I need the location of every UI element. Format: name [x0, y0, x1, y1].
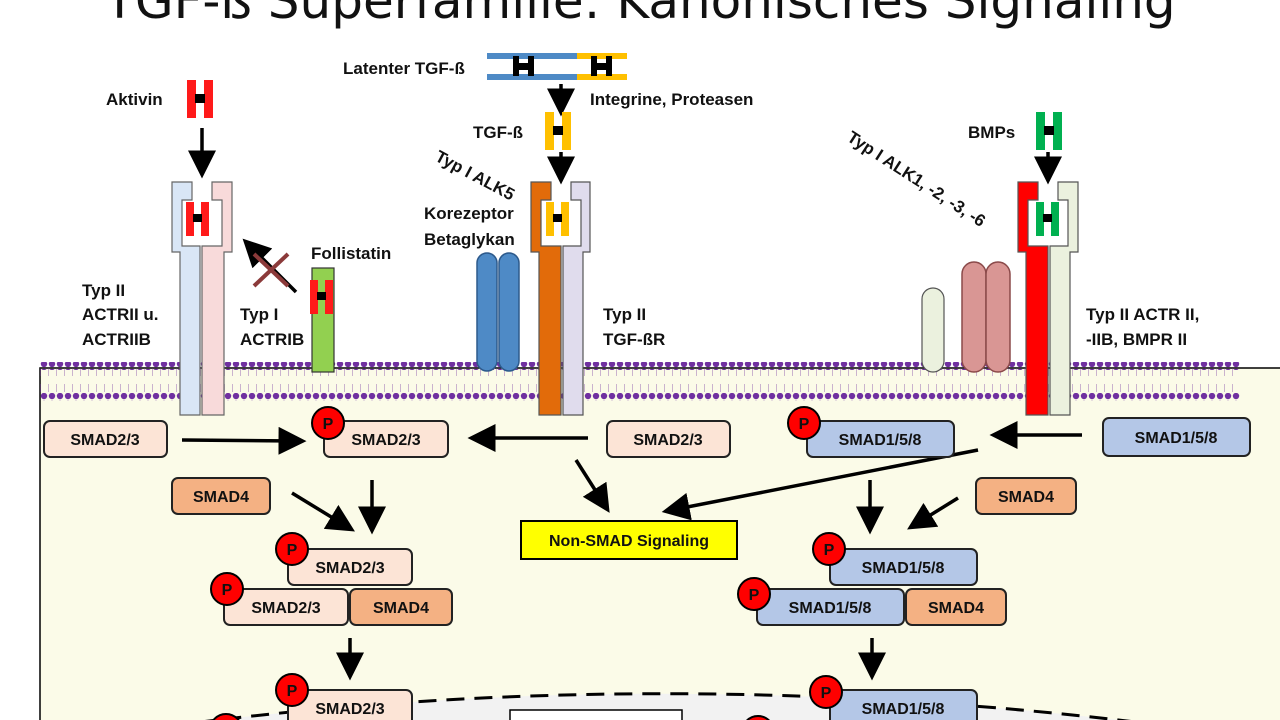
smad158-label: SMAD1/5/8	[1135, 430, 1218, 447]
phospho-marker	[787, 406, 821, 440]
complex-smad158-bottom-label: SMAD1/5/8	[789, 600, 872, 617]
smad4-right-label: SMAD4	[998, 489, 1054, 506]
complex-smad158-top-label: SMAD1/5/8	[862, 560, 945, 577]
slide-title: TGF-ß Superfamilie: Kanonisches Signalin…	[104, 0, 1176, 30]
smad4-right-box	[975, 477, 1077, 515]
complex-smad158-top-box	[829, 548, 978, 586]
phospho-label: P	[323, 416, 334, 433]
activin-bound-ligand	[186, 202, 209, 236]
complex-smad4-right-label: SMAD4	[928, 600, 984, 617]
tgfb-ligand	[545, 112, 571, 150]
complex-smad4-right-box	[905, 588, 1007, 626]
tgfb-type2-receptor	[562, 181, 591, 416]
bmp-type1-receptor	[1017, 181, 1049, 416]
phospho-marker	[275, 673, 309, 707]
phospho-marker	[812, 532, 846, 566]
p-smad158-label: SMAD1/5/8	[839, 432, 922, 449]
label-typ2-act-3: ACTRIIB	[82, 330, 151, 349]
phospho-marker	[210, 572, 244, 606]
label-korezeptor: Korezeptor	[424, 204, 514, 223]
bmp-coreceptor-pair	[961, 261, 1011, 373]
label-typ1-alk5: Typ I ALK5	[432, 147, 518, 205]
bmp-coreceptor-small	[921, 287, 945, 373]
complex-smad23-top-label: SMAD2/3	[315, 560, 384, 577]
phospho-label: P	[287, 542, 298, 559]
p-smad23-label: SMAD2/3	[351, 432, 420, 449]
activin-ligand	[187, 80, 213, 118]
bmp-ligand	[1036, 112, 1062, 150]
label-latent-tgfb: Latenter TGF-ß	[343, 59, 465, 78]
activin-type2-receptor	[171, 181, 201, 416]
label-activin: Aktivin	[106, 90, 163, 109]
latent-tgfb-complex	[487, 53, 627, 80]
phospho-marker	[275, 532, 309, 566]
phospho-label: P	[749, 587, 760, 604]
label-typ2-act-1: Typ II	[82, 281, 125, 300]
label-typ2-bmp-2: -IIB, BMPR II	[1086, 330, 1187, 349]
phospho-marker	[737, 577, 771, 611]
inhibition-cross	[252, 252, 290, 288]
smad23-tgf-label: SMAD2/3	[633, 432, 702, 449]
label-follistatin: Follistatin	[311, 244, 391, 263]
label-typ2-tgf-1: Typ II	[603, 305, 646, 324]
bmp-type2-receptor	[1049, 181, 1079, 416]
label-typ2-act-2: ACTRII u.	[82, 305, 159, 324]
nuclear-smad158-label: SMAD1/5/8	[862, 701, 945, 718]
bmp-bound-ligand	[1036, 202, 1059, 236]
betaglycan-coreceptor	[476, 252, 520, 372]
non-smad-signaling-label: Non-SMAD Signaling	[549, 533, 709, 550]
nuclear-smad23-box	[287, 689, 413, 720]
non-smad-signaling-box	[520, 520, 738, 560]
complex-smad4-left-label: SMAD4	[373, 600, 429, 617]
label-typ1-act-1: Typ I	[240, 305, 278, 324]
phospho-marker	[809, 675, 843, 709]
phospho-label: P	[799, 416, 810, 433]
complex-smad23-bottom-box	[223, 588, 349, 626]
label-bmps: BMPs	[968, 123, 1015, 142]
nucleus-box	[509, 709, 683, 720]
smad4-left-box	[171, 477, 271, 515]
smad23-label: SMAD2/3	[70, 432, 139, 449]
phospho-marker-cut	[212, 713, 240, 720]
label-typ2-bmp-1: Typ II ACTR II,	[1086, 305, 1199, 324]
phospho-marker-cut	[745, 715, 771, 720]
label-typ2-tgf-2: TGF-ßR	[603, 330, 665, 349]
tgfb-type1-alk5-receptor	[530, 181, 562, 416]
smad158-box	[1102, 417, 1251, 457]
tgfb-bound-ligand	[546, 202, 569, 236]
label-tgfb: TGF-ß	[473, 123, 523, 142]
nuclear-smad23-label: SMAD2/3	[315, 701, 384, 718]
label-integrins-proteases: Integrine, Proteasen	[590, 90, 753, 109]
phospho-label: P	[824, 542, 835, 559]
complex-smad4-left-box	[349, 588, 453, 626]
label-typ1-act-2: ACTRIB	[240, 330, 304, 349]
smad23-tgf-box	[606, 420, 731, 458]
phospho-label: P	[222, 582, 233, 599]
complex-smad23-bottom-label: SMAD2/3	[251, 600, 320, 617]
phospho-label: P	[287, 683, 298, 700]
smad23-box	[43, 420, 168, 458]
phospho-marker	[311, 406, 345, 440]
smad4-left-label: SMAD4	[193, 489, 249, 506]
label-typ1-alk-bmp: Typ I ALK1, -2, -3, -6	[844, 127, 989, 230]
activin-type1-receptor	[201, 181, 233, 416]
phospho-label: P	[821, 685, 832, 702]
complex-smad23-top-box	[287, 548, 413, 586]
label-betaglykan: Betaglykan	[424, 230, 515, 249]
